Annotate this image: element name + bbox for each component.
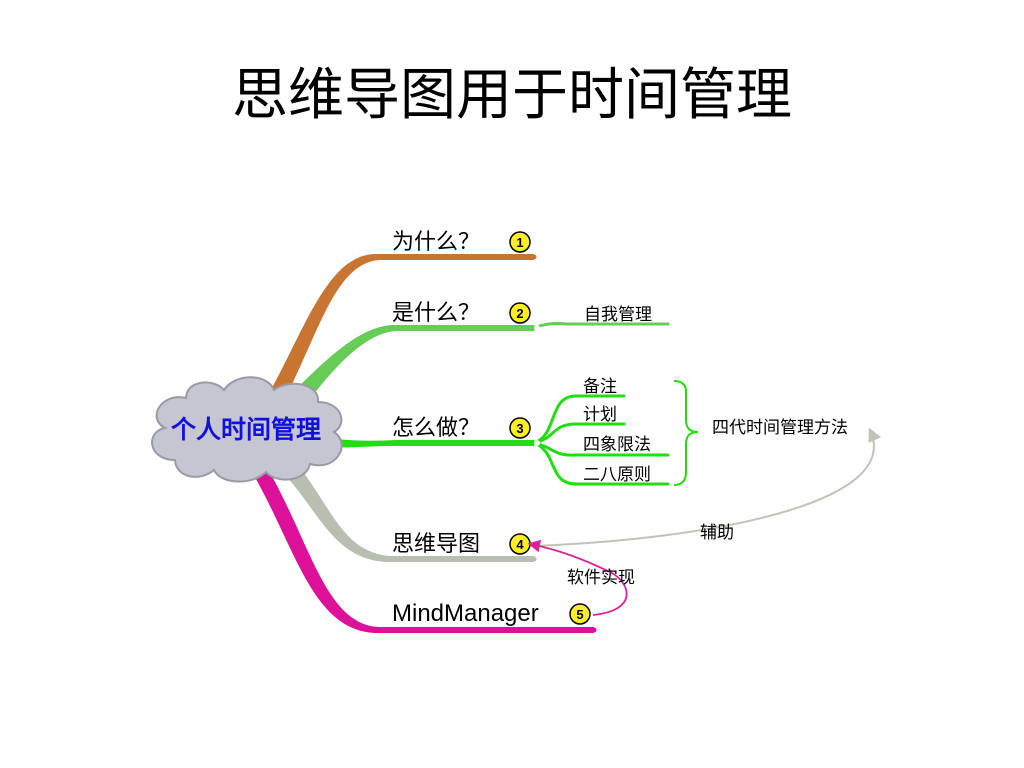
slide-title: 思维导图用于时间管理 [232, 63, 792, 128]
branch-3-child-lines [532, 394, 670, 486]
branch-4-line [276, 456, 534, 562]
priority-2-number: 2 [516, 306, 523, 321]
branch-2-joint [534, 325, 540, 331]
branch-1-line [268, 253, 534, 400]
priority-4-icon: 4 [509, 533, 531, 555]
branch-3-child-3[interactable]: 四象限法 [583, 435, 651, 455]
priority-1-icon: 1 [509, 231, 531, 253]
relation-assist-arrow [531, 427, 882, 547]
priority-1-number: 1 [516, 235, 523, 250]
branch-4-label[interactable]: 思维导图 [392, 532, 480, 557]
priority-2-icon: 2 [509, 302, 531, 324]
priority-4-number: 4 [516, 537, 524, 552]
branch-3-joint [534, 440, 540, 446]
branch-2-line [285, 325, 534, 412]
priority-3-icon: 3 [509, 417, 531, 439]
branch-3-child-2[interactable]: 计划 [583, 405, 617, 425]
branch-2-label[interactable]: 是什么？ [392, 301, 480, 326]
branch-3-child-1[interactable]: 备注 [583, 377, 617, 397]
branch-3-child-4[interactable]: 二八原则 [583, 465, 651, 485]
branch-3-group-label[interactable]: 四代时间管理方法 [712, 418, 848, 438]
branch-3-label[interactable]: 怎么做？ [392, 416, 480, 441]
priority-3-number: 3 [516, 421, 523, 436]
root-label: 个人时间管理 [171, 415, 321, 444]
branch-3-group-brace [673, 380, 699, 486]
relation-software-arrow [527, 539, 628, 616]
priority-5-number: 5 [576, 607, 583, 622]
branch-5-label[interactable]: MindManager [392, 600, 539, 627]
relation-assist-label: 辅助 [700, 523, 734, 543]
relation-software-label: 软件实现 [567, 568, 635, 588]
priority-5-icon: 5 [569, 603, 591, 625]
branch-2-child-label[interactable]: 自我管理 [584, 305, 652, 325]
root-cloud [151, 376, 343, 483]
branch-1-label[interactable]: 为什么？ [392, 230, 480, 255]
